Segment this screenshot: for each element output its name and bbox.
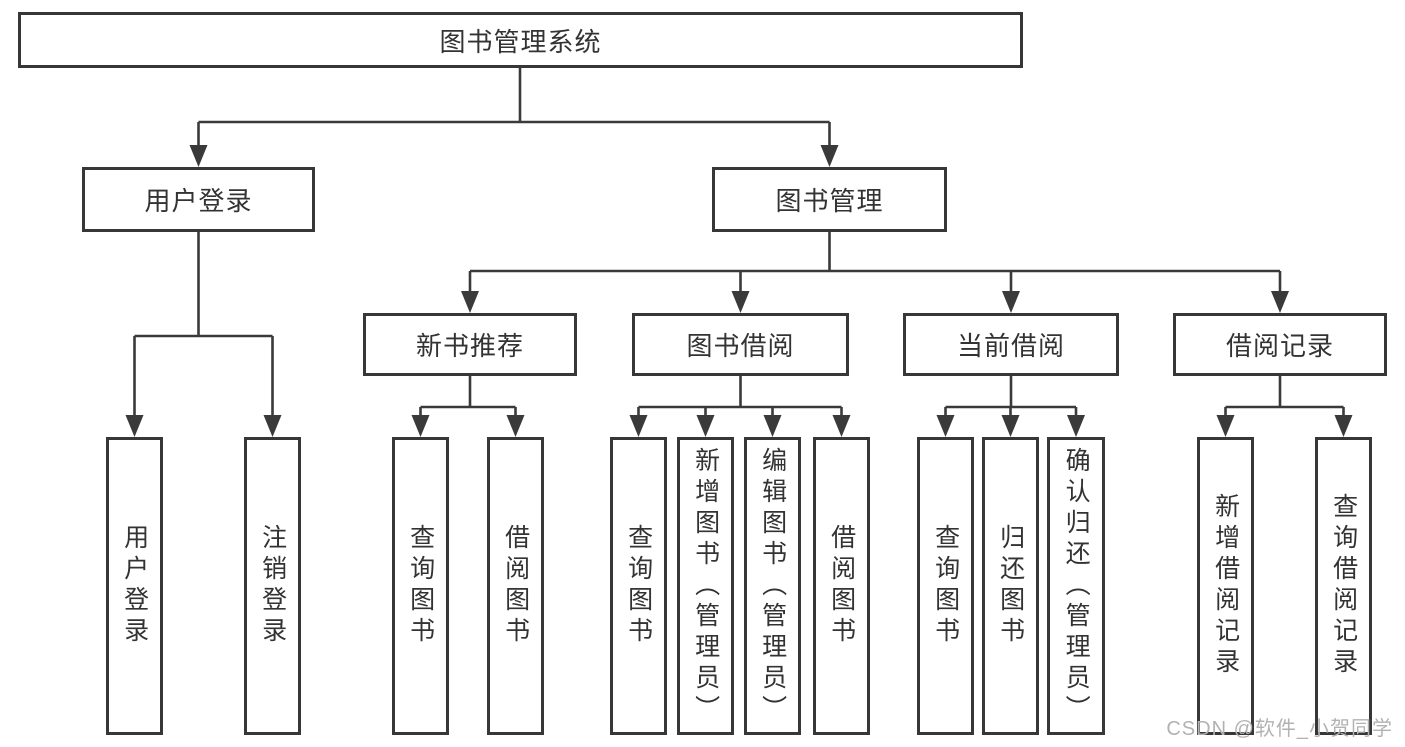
node-user-login: 用户登录 [82,167,315,232]
arrow-down-icon [1216,415,1235,437]
node-root-label: 图书管理系统 [439,26,602,57]
leaf-add-borrow-record-label: 新增借阅记录 [1211,493,1240,679]
leaf-edit-book-admin: 编辑图书（管理员） [744,437,801,735]
leaf-query-book-recommend-label: 查询图书 [406,524,435,648]
leaf-borrow-book: 借阅图书 [813,437,870,735]
tree-edges [133,68,1345,420]
arrow-down-icon [629,415,648,437]
leaf-borrow-book-recommend: 借阅图书 [487,437,544,735]
watermark: CSDN @软件_小贺同学 [1166,718,1393,740]
arrow-down-icon [1271,291,1289,313]
node-book-borrow: 图书借阅 [632,313,849,376]
node-new-book-recommend-label: 新书推荐 [415,331,524,361]
leaf-query-book-current: 查询图书 [917,437,974,735]
leaf-logout-label: 注销登录 [258,524,287,648]
node-book-borrow-label: 图书借阅 [686,331,795,361]
node-borrow-record-label: 借阅记录 [1225,331,1334,361]
arrow-down-icon [820,145,839,167]
leaf-query-book-borrow-label: 查询图书 [624,524,653,648]
leaf-logout: 注销登录 [244,437,301,735]
leaf-add-book-admin-label: 新增图书（管理员） [691,446,720,726]
arrow-down-icon [189,145,208,167]
leaf-confirm-return-admin-label: 确认归还（管理员） [1062,446,1091,726]
arrow-down-icon [731,291,750,313]
arrow-down-icon [125,415,144,437]
arrow-down-icon [763,415,782,437]
node-root: 图书管理系统 [18,12,1023,68]
leaf-return-book: 归还图书 [982,437,1039,735]
node-book-management: 图书管理 [712,167,947,232]
node-user-login-label: 用户登录 [144,186,253,216]
arrow-down-icon [263,415,282,437]
arrow-down-icon [1067,415,1085,437]
leaf-user-login-label: 用户登录 [120,524,149,648]
leaf-query-borrow-record: 查询借阅记录 [1315,437,1372,735]
leaf-add-book-admin: 新增图书（管理员） [677,437,734,735]
leaf-query-borrow-record-label: 查询借阅记录 [1329,493,1358,679]
leaf-query-book-borrow: 查询图书 [610,437,667,735]
leaf-add-borrow-record: 新增借阅记录 [1197,437,1254,735]
leaf-confirm-return-admin: 确认归还（管理员） [1047,437,1105,735]
leaf-borrow-book-recommend-label: 借阅图书 [501,524,530,648]
node-current-borrow-label: 当前借阅 [956,331,1065,361]
node-borrow-record: 借阅记录 [1173,313,1387,376]
arrow-down-icon [1002,291,1020,313]
arrow-down-icon [1334,415,1353,437]
node-current-borrow: 当前借阅 [903,313,1119,376]
arrow-down-icon [411,415,430,437]
arrow-down-icon [696,415,715,437]
leaf-query-book-recommend: 查询图书 [392,437,449,735]
leaf-borrow-book-label: 借阅图书 [827,524,856,648]
leaf-edit-book-admin-label: 编辑图书（管理员） [758,446,787,726]
arrow-down-icon [461,291,479,313]
arrow-down-icon [936,415,955,437]
arrow-down-icon [506,415,525,437]
node-book-management-label: 图书管理 [775,186,884,216]
leaf-query-book-current-label: 查询图书 [931,524,960,648]
arrow-down-icon [1001,415,1020,437]
node-new-book-recommend: 新书推荐 [363,313,577,376]
arrowheads [125,145,1353,437]
arrow-down-icon [832,415,851,437]
leaf-user-login: 用户登录 [106,437,163,735]
leaf-return-book-label: 归还图书 [996,524,1025,648]
